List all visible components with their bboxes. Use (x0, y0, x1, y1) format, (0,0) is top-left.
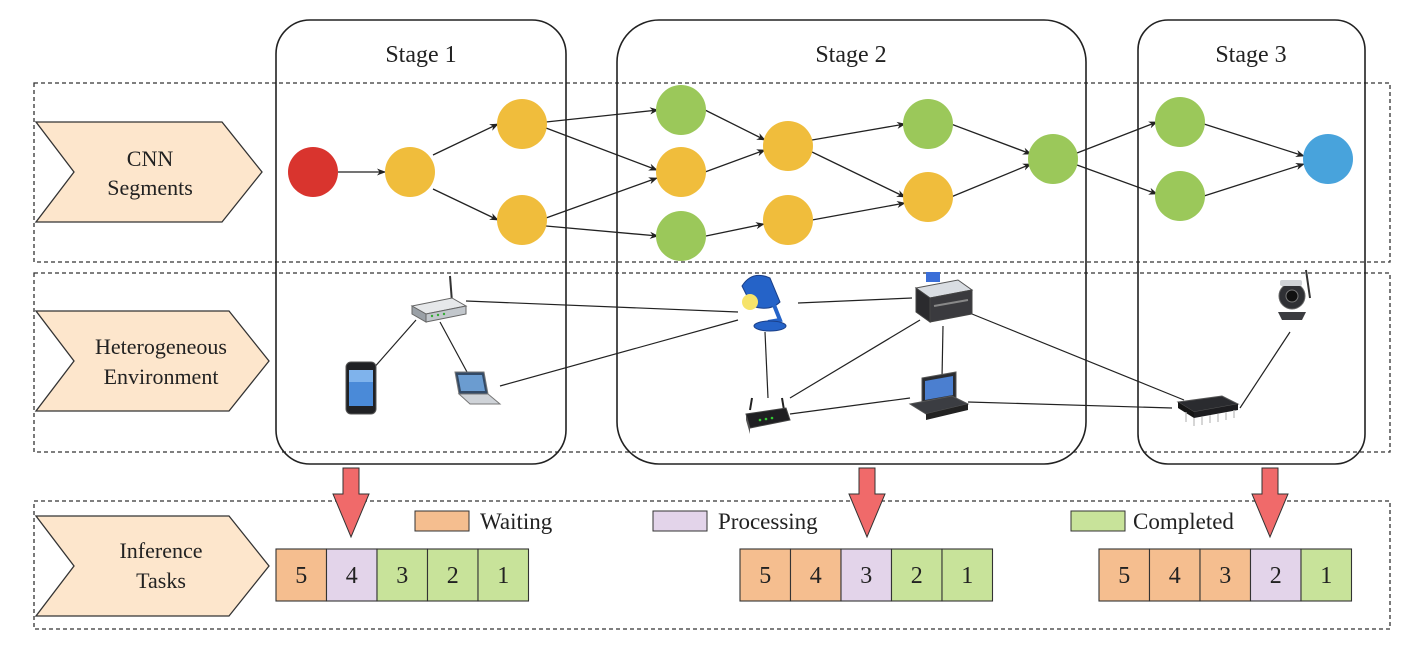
desktop-computer-icon (908, 371, 970, 420)
svg-text:Segments: Segments (107, 175, 193, 200)
task-cell-processing (325, 548, 378, 602)
task-cell-completed (941, 548, 994, 602)
cnn-output-node (1303, 134, 1353, 184)
cnn-node (656, 85, 706, 135)
cnn-node (903, 99, 953, 149)
task-cell-label: 5 (759, 563, 771, 589)
task-cell-label: 4 (346, 563, 358, 589)
task-cell-processing (840, 548, 893, 602)
task-cell-completed (477, 548, 530, 602)
cnn-node (656, 147, 706, 197)
task-cell-completed (890, 548, 943, 602)
microchip-icon (1176, 395, 1240, 426)
task-cell-label: 4 (810, 563, 822, 589)
device-links (371, 297, 1291, 415)
task-queue: 5 4 3 2 1 (739, 548, 994, 602)
task-cell-label: 1 (497, 563, 509, 589)
task-cell-waiting (739, 548, 792, 602)
cnn-node (497, 195, 547, 245)
cnn-input-node (288, 147, 338, 197)
task-cell-completed (1300, 548, 1353, 602)
stage-2-label: Stage 2 (815, 42, 886, 68)
cnn-node (1155, 171, 1205, 221)
legend-swatch-processing (652, 510, 708, 532)
down-arrow-icon (848, 467, 886, 539)
task-cell-label: 3 (396, 563, 408, 589)
task-cell-waiting (1199, 548, 1252, 602)
cnn-edges (338, 107, 1305, 239)
task-cell-completed (376, 548, 429, 602)
task-cell-processing (1249, 548, 1302, 602)
task-cell-label: 5 (1118, 563, 1130, 589)
svg-text:CNN: CNN (127, 146, 174, 171)
svg-text:Inference: Inference (119, 538, 202, 563)
task-cell-waiting (1098, 548, 1151, 602)
legend-label-waiting: Waiting (480, 509, 553, 534)
cnn-node (497, 99, 547, 149)
down-arrow-icon (1251, 467, 1289, 539)
task-cell-waiting (1148, 548, 1201, 602)
desk-lamp-icon (741, 274, 787, 332)
cnn-node (903, 172, 953, 222)
cnn-nodes (288, 85, 1353, 261)
legend: Waiting Processing Completed (414, 509, 1234, 534)
task-cell-label: 2 (447, 563, 459, 589)
stage-3-label: Stage 3 (1215, 42, 1286, 68)
legend-swatch-completed (1070, 510, 1126, 532)
legend-swatch-waiting (414, 510, 470, 532)
printer-icon (914, 272, 974, 323)
task-cell-label: 2 (911, 563, 923, 589)
smartphone-icon (345, 361, 377, 415)
task-cell-label: 4 (1169, 563, 1181, 589)
cnn-node (656, 211, 706, 261)
stage-2-box (616, 19, 1087, 465)
task-queues: 5 4 3 2 1 5 4 3 2 1 5 4 3 2 1 (275, 548, 1353, 602)
cnn-node (1155, 97, 1205, 147)
laptop-icon (454, 371, 502, 405)
row-label-inference-tasks: Inference Tasks (34, 515, 270, 617)
svg-text:Heterogeneous: Heterogeneous (95, 334, 227, 359)
legend-label-processing: Processing (718, 509, 818, 534)
task-cell-label: 5 (295, 563, 307, 589)
cnn-node (1028, 134, 1078, 184)
task-cell-label: 3 (1219, 563, 1231, 589)
task-cell-label: 3 (860, 563, 872, 589)
task-cell-label: 1 (961, 563, 973, 589)
svg-text:Tasks: Tasks (136, 568, 186, 593)
cnn-segments-row (33, 82, 1391, 263)
task-cell-waiting (789, 548, 842, 602)
stage-1-label: Stage 1 (385, 42, 456, 68)
stage-1-box (275, 19, 567, 465)
svg-text:Environment: Environment (104, 364, 219, 389)
task-queue: 5 4 3 2 1 (275, 548, 530, 602)
legend-label-completed: Completed (1133, 509, 1234, 534)
task-cell-waiting (275, 548, 328, 602)
router-icon (410, 275, 468, 323)
down-arrow-icon (332, 467, 370, 539)
row-label-heterogeneous-environment: Heterogeneous Environment (34, 310, 270, 412)
wireless-router-icon (745, 397, 791, 434)
cnn-node (763, 195, 813, 245)
heterogeneous-environment-row (33, 272, 1391, 453)
task-cell-label: 2 (1270, 563, 1282, 589)
row-label-cnn-segments: CNN Segments (34, 121, 263, 223)
cnn-node (385, 147, 435, 197)
stage-3-box (1137, 19, 1366, 465)
task-cell-label: 1 (1320, 563, 1332, 589)
ip-camera-icon (1278, 269, 1311, 320)
cnn-node (763, 121, 813, 171)
task-queue: 5 4 3 2 1 (1098, 548, 1353, 602)
